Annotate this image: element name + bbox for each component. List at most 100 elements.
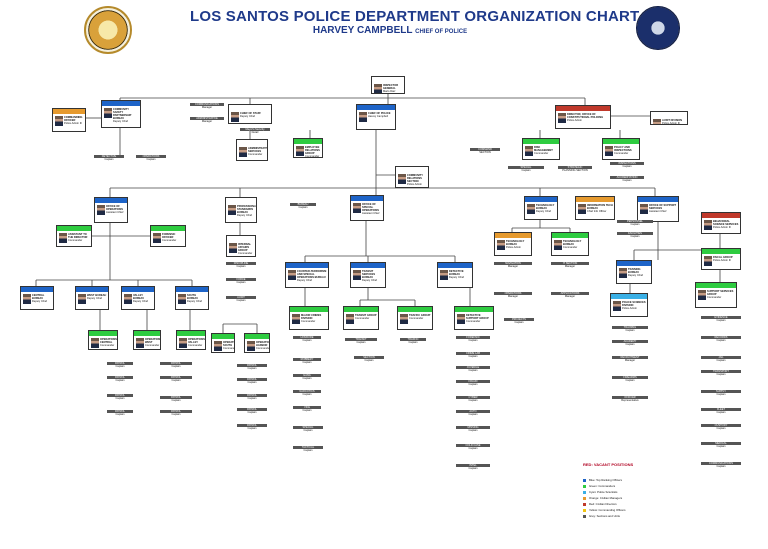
section-header: PATROL: [237, 378, 267, 381]
chart-subtitle: HARVEY CAMPBELL CHIEF OF POLICE: [250, 25, 530, 36]
section-header: ROBBERY: [293, 358, 321, 361]
officer-photo: [353, 270, 361, 280]
legend-text: Red: Civilian Directors: [589, 502, 617, 506]
node-title: VALLEY BUREAU: [133, 294, 145, 300]
officer-photo: [374, 84, 382, 93]
section-subtitle: Captain: [115, 397, 125, 400]
section-subtitle: Captain: [521, 169, 531, 172]
rank-color-band: [702, 213, 740, 218]
legend-text: Grey: Sections and Units: [589, 514, 620, 518]
node-name: Commander: [162, 239, 177, 242]
node-title: COMMUNITY SAFETY PARTNERSHIP BUREAU: [113, 108, 132, 120]
rank-color-band: [290, 307, 328, 312]
section-header: OPERATIONS: [136, 155, 166, 158]
node-title: COMMUNITY RELATIONS SECTION: [407, 174, 423, 183]
section-header: SPECIAL: [508, 166, 544, 169]
node-title: ADMINISTRATIVE SERVICES: [248, 147, 268, 153]
officer-photo: [398, 174, 406, 184]
section-subtitle: Captain: [468, 399, 478, 402]
legend-item: Cyan: Police Scientists: [583, 490, 693, 496]
section-header: DETECTIVE: [94, 155, 124, 158]
node-title: POLICE SCIENCES DIVISION: [622, 301, 646, 307]
officer-photo: [55, 116, 63, 126]
officer-photo: [457, 314, 465, 324]
section-subtitle: Captain: [468, 413, 478, 416]
police-badge-seal: [636, 6, 680, 50]
section-subtitle: Captain: [468, 383, 478, 386]
rank-color-band: [576, 197, 614, 202]
officer-photo: [640, 204, 648, 214]
section-subtitle: Manager: [564, 295, 576, 298]
officer-photo: [359, 112, 367, 122]
section-header: FLEET: [701, 408, 741, 411]
node-title: RISK MANAGEMENT: [534, 146, 553, 152]
section-header: PATROL: [160, 376, 192, 379]
node-name: Assistant Chief: [649, 210, 667, 213]
rank-color-band: [611, 294, 647, 299]
section-header: PATROL: [107, 410, 133, 413]
rank-color-band: [237, 140, 267, 145]
officer-photo: [59, 233, 67, 243]
section-subtitle: Manager: [507, 265, 519, 268]
node-title: TRAFFIC GROUP: [409, 314, 431, 317]
section-header: ACADEMY: [612, 340, 648, 343]
node-name: Commander: [466, 320, 481, 323]
legend-item: Grey: Sections and Units: [583, 514, 693, 520]
section-subtitle: Captain: [716, 339, 726, 342]
section-subtitle: Captain: [115, 379, 125, 382]
section-header: PATROL: [107, 394, 133, 397]
section-header: NAVIGATION: [494, 262, 532, 265]
node-title: FISCAL GROUP: [713, 256, 733, 259]
node-name: Deputy Chief: [187, 300, 202, 303]
section-subtitle: Captain: [468, 339, 478, 342]
section-header: PATROL: [237, 394, 267, 397]
section-header: PATROL: [160, 362, 192, 365]
node-title: INSPECTOR GENERAL: [383, 84, 399, 90]
section-header: APPLICATIONS: [551, 292, 589, 295]
section-header: PATROL: [160, 396, 192, 399]
section-subtitle: Captain: [303, 429, 313, 432]
section-subtitle: Captain: [247, 367, 257, 370]
rank-color-band: [495, 233, 531, 238]
node-name: Commander: [707, 296, 722, 299]
rank-color-band: [638, 197, 678, 202]
rank-color-band: [177, 331, 205, 336]
node-name: Police Admin III: [64, 122, 82, 125]
officer-photo: [613, 301, 621, 311]
section-header: TRAINING: [612, 326, 648, 329]
section-header: COLD CASE: [456, 444, 490, 447]
rank-color-band: [102, 101, 140, 106]
node-name: Commander: [248, 153, 263, 156]
section-header: COMMAND: [470, 148, 500, 151]
section-subtitle: Captain: [364, 359, 374, 362]
node-title: AUDIT DIVISION: [662, 119, 683, 122]
officer-photo: [525, 146, 533, 156]
node-title: FORENSIC OFFICER: [162, 233, 176, 239]
node-title: MAJOR CRIMES DIVISION: [301, 314, 322, 320]
